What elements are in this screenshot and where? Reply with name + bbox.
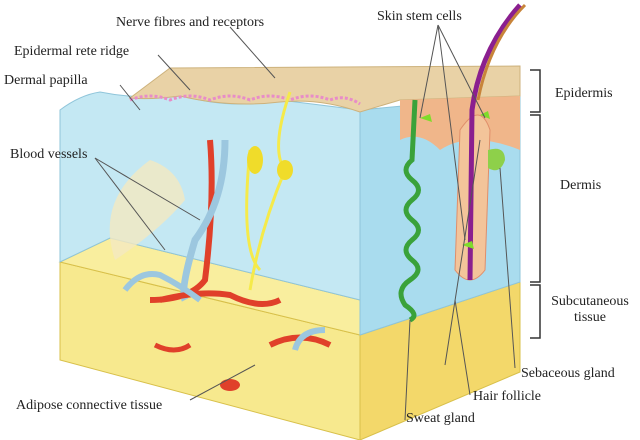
label-dermal-papilla: Dermal papilla xyxy=(4,73,88,88)
label-sebaceous-gland: Sebaceous gland xyxy=(521,366,615,381)
fat-cell xyxy=(220,379,240,391)
label-dermis: Dermis xyxy=(560,178,602,193)
hair-shaft xyxy=(467,3,522,281)
epidermis-top xyxy=(128,65,521,113)
leader-lines xyxy=(94,24,516,421)
nerve-receptor xyxy=(247,146,263,174)
hair-shaft-outer xyxy=(476,3,527,101)
layer-brackets xyxy=(530,69,541,339)
blood-vessel-red-4 xyxy=(153,342,192,353)
blood-vessel-blue-2 xyxy=(122,271,202,303)
label-skin-stem-cells: Skin stem cells xyxy=(377,9,462,24)
label-epidermis: Epidermis xyxy=(555,86,613,101)
label-adipose-connective-tissue: Adipose connective tissue xyxy=(16,398,163,413)
rete-ridge xyxy=(129,94,361,106)
papilla xyxy=(109,160,185,260)
blood-vessel-red-2 xyxy=(159,290,282,307)
label-epidermal-rete-ridge: Epidermal rete ridge xyxy=(14,44,130,59)
label-hair-follicle: Hair follicle xyxy=(473,389,542,404)
sebaceous-gland xyxy=(488,148,505,171)
blood-vessel-blue-3 xyxy=(292,327,326,351)
label-nerve-fibres: Nerve fibres and receptors xyxy=(116,15,265,30)
nerve-receptor-2 xyxy=(277,160,293,180)
label-blood-vessels: Blood vessels xyxy=(10,147,88,162)
sweat-gland xyxy=(398,99,421,323)
label-subcutaneous-tissue: Subcutaneous tissue xyxy=(551,294,629,325)
label-sweat-gland: Sweat gland xyxy=(406,411,475,426)
